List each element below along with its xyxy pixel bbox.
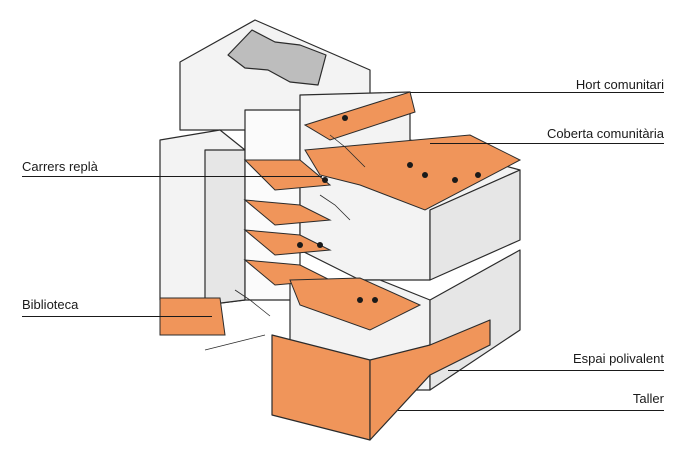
leader-hort <box>410 92 664 93</box>
label-taller: Taller <box>540 392 664 405</box>
left-tower-front <box>205 150 245 305</box>
person <box>342 115 348 121</box>
person <box>297 242 303 248</box>
person <box>452 177 458 183</box>
leader-taller <box>398 410 664 411</box>
person <box>422 172 428 178</box>
person <box>357 297 363 303</box>
label-biblioteca: Biblioteca <box>22 298 78 311</box>
person <box>317 242 323 248</box>
person <box>372 297 378 303</box>
label-hort-comunitari: Hort comunitari <box>540 78 664 91</box>
person <box>322 177 328 183</box>
person <box>475 172 481 178</box>
label-espai-polivalent: Espai polivalent <box>520 352 664 365</box>
leader-coberta <box>430 143 664 144</box>
label-carrers-repla: Carrers replà <box>22 160 98 173</box>
person <box>407 162 413 168</box>
leader-espai <box>448 370 664 371</box>
leader-biblioteca <box>22 316 212 317</box>
leader-carrers <box>22 176 322 177</box>
label-coberta-comunitaria: Coberta comunitària <box>520 127 664 140</box>
stair-flight-4 <box>205 335 265 350</box>
